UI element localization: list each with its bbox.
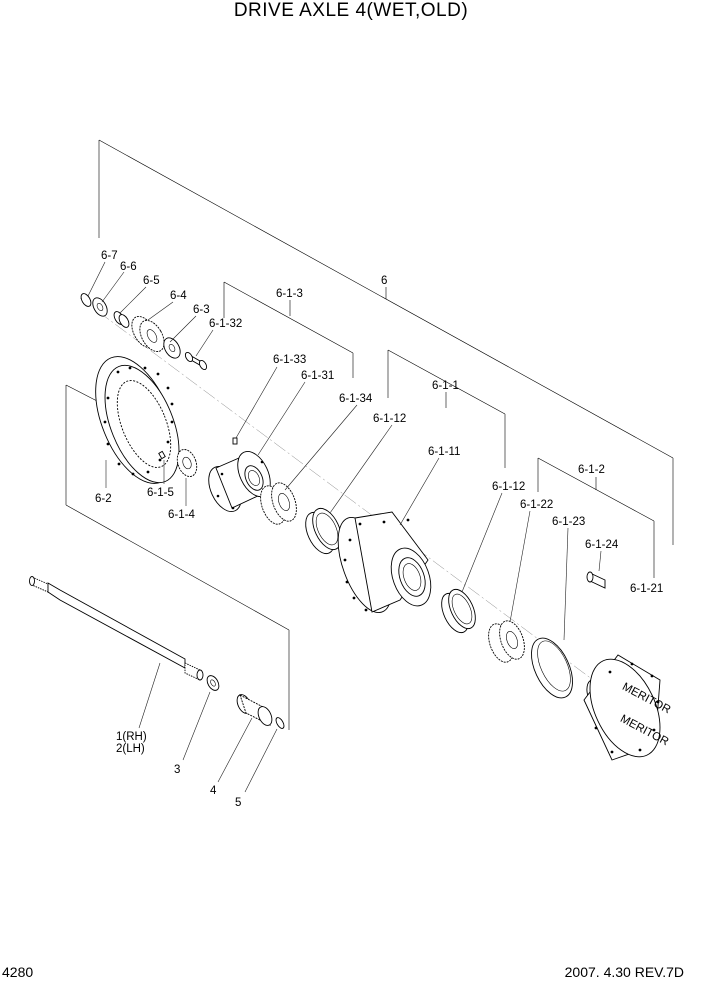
bracket-6-1-3 <box>223 281 354 378</box>
part-6-5-spacer <box>113 311 130 328</box>
part-6-6-washer <box>92 297 108 317</box>
diagram-title: DRIVE AXLE 4(WET,OLD) <box>233 0 469 21</box>
part-6-1-23-seal <box>531 637 573 699</box>
label-2-lh: 2(LH) <box>116 743 145 755</box>
part-6-1-11-wheel-hub <box>337 511 432 614</box>
label-5: 5 <box>235 797 241 809</box>
label-6-1-3: 6-1-3 <box>276 288 303 300</box>
bracket-6-1-2 <box>537 457 655 578</box>
label-6-1-2: 6-1-2 <box>578 464 605 476</box>
label-6-1-23: 6-1-23 <box>552 516 585 528</box>
label-4: 4 <box>210 785 217 797</box>
label-6-1-4: 6-1-4 <box>168 509 195 521</box>
label-6-1-31: 6-1-31 <box>301 370 334 382</box>
label-6-1-5: 6-1-5 <box>147 487 174 499</box>
part-5-clip <box>275 717 285 729</box>
part-6-4-pinion-gear <box>131 316 165 352</box>
label-6-3: 6-3 <box>193 304 210 316</box>
center-axis <box>79 297 621 701</box>
label-6-1-1: 6-1-1 <box>432 380 459 392</box>
label-6-1-24: 6-1-24 <box>585 539 619 551</box>
part-labels: 6 6-7 6-6 6-5 6-4 6-3 6-1-3 6-1-32 6-1-3… <box>95 250 663 809</box>
label-6-1-34: 6-1-34 <box>339 393 373 405</box>
part-6-1-32-pin <box>184 351 208 371</box>
revision-date: 2007. 4.30 REV.7D <box>564 964 684 980</box>
part-6-2-ring-gear <box>95 356 180 484</box>
label-6-1-12-upper: 6-1-12 <box>373 413 406 425</box>
part-6-1-21-drive-flange: MERITOR MERITOR <box>583 654 672 761</box>
label-1-rh: 1(RH) <box>116 731 147 743</box>
label-6-1-11: 6-1-11 <box>428 446 460 458</box>
part-1-axle-shaft <box>29 576 204 681</box>
bracket-6-1-1 <box>387 349 506 468</box>
label-6-1-32: 6-1-32 <box>209 318 242 330</box>
label-6-5: 6-5 <box>143 275 160 287</box>
part-6-1-4-gear <box>176 449 198 477</box>
part-6-1-33-screw <box>232 437 238 445</box>
part-6-3-thrust-washer <box>163 337 181 359</box>
part-6-1-3-hub <box>208 451 271 512</box>
bracket-lower <box>65 384 290 730</box>
part-6-1-31-bearing <box>260 482 297 525</box>
label-6-1-12-lower: 6-1-12 <box>492 481 525 493</box>
label-6-2: 6-2 <box>95 493 112 505</box>
part-6-1-22-bearing <box>488 620 525 663</box>
leader-lines <box>87 261 602 793</box>
label-6-7: 6-7 <box>101 250 118 262</box>
label-6-1-33: 6-1-33 <box>273 354 306 366</box>
label-3: 3 <box>174 764 180 776</box>
page-number: 4280 <box>2 964 34 980</box>
part-6-1-5-key <box>158 450 166 460</box>
part-4-sleeve <box>236 694 273 726</box>
label-6-4: 6-4 <box>170 290 187 302</box>
part-6-7-snap-ring <box>80 293 92 307</box>
part-6-1-24-bolt <box>586 571 606 589</box>
bracket-6 <box>98 139 674 545</box>
label-6-1-22: 6-1-22 <box>520 499 553 511</box>
part-6-1-34-bearing-cup <box>305 507 342 555</box>
label-6-6: 6-6 <box>120 261 137 273</box>
part-6-1-12-bearing-cup <box>441 588 476 634</box>
part-3-washer <box>206 675 220 691</box>
label-6-1-21: 6-1-21 <box>630 583 663 595</box>
label-6: 6 <box>381 275 387 287</box>
